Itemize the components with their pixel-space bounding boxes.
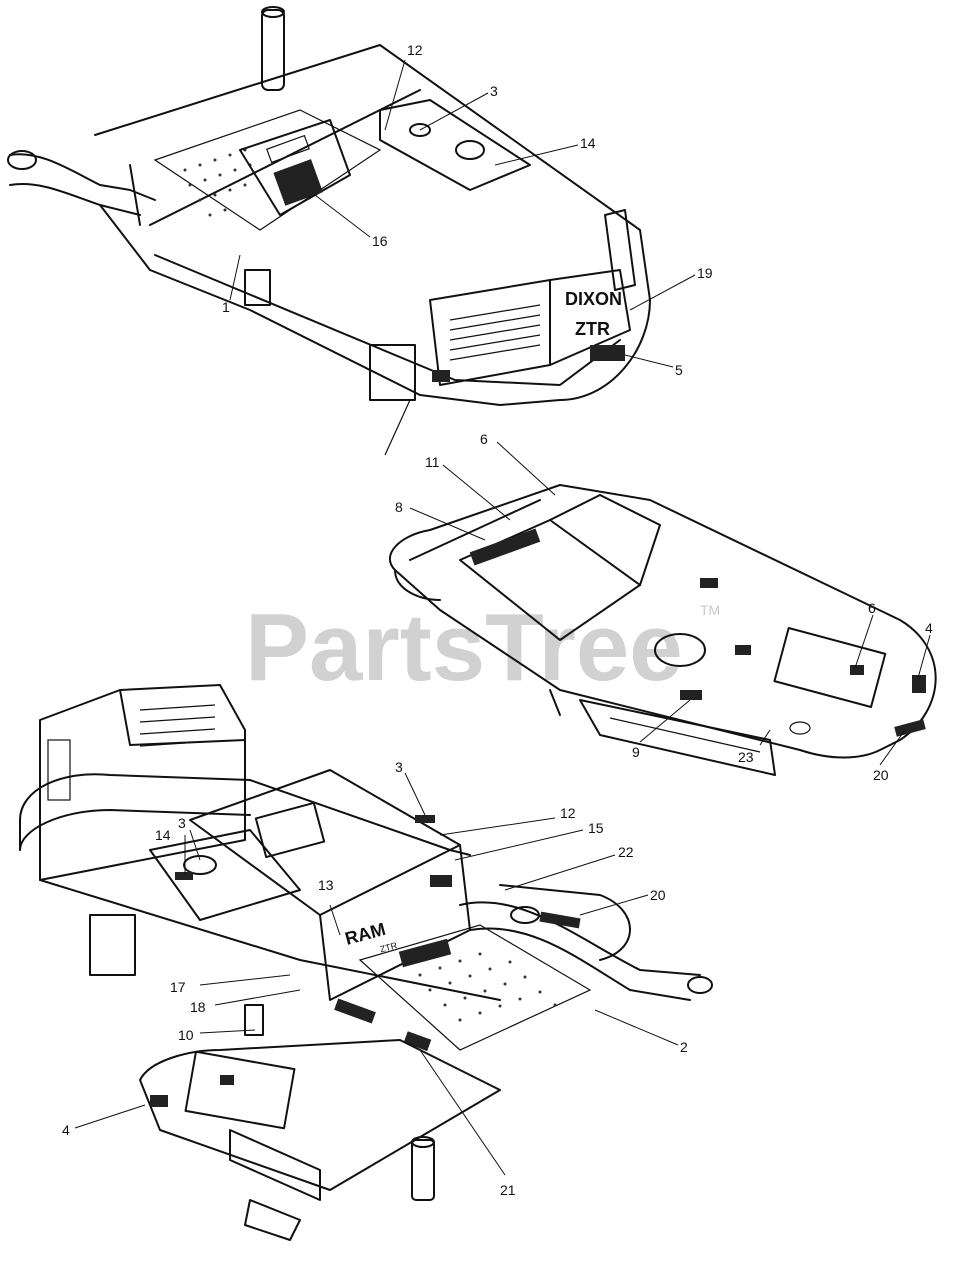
callout-20-bottom: 20	[650, 887, 666, 903]
callout-14-bottom: 14	[155, 827, 171, 843]
callout-15: 15	[588, 820, 604, 836]
callout-16: 16	[372, 233, 388, 249]
console-sub-decal: ZTR	[379, 940, 399, 954]
callout-1: 1	[222, 299, 230, 315]
callout-20-right: 20	[873, 767, 889, 783]
callout-14-top: 14	[580, 135, 596, 151]
watermark-tm: TM	[700, 602, 720, 618]
callout-8: 8	[395, 499, 403, 515]
bottom-mower-assembly: RAM ZTR	[19, 684, 713, 1241]
callout-4-bottom: 4	[62, 1122, 70, 1138]
callout-12-bottom: 12	[560, 805, 576, 821]
callout-10: 10	[178, 1027, 194, 1043]
callout-18: 18	[190, 999, 206, 1015]
floor-pan-holes	[183, 148, 252, 217]
fender-brand-decal: DIXON	[565, 289, 622, 309]
middle-deck-assembly	[388, 484, 937, 776]
callout-22: 22	[618, 844, 634, 860]
fender-grille	[449, 304, 541, 361]
callout-4-right: 4	[925, 620, 933, 636]
callout-2: 2	[680, 1039, 688, 1055]
bottom-floor-holes	[418, 952, 557, 1022]
callout-21: 21	[500, 1182, 516, 1198]
callouts: 12 3 14 16 1 19 5 6 11 8 6 4 9 23 20 3 1…	[62, 42, 933, 1198]
callout-5: 5	[675, 362, 683, 378]
callout-17: 17	[170, 979, 186, 995]
fender-model-decal: ZTR	[575, 319, 610, 339]
callout-6-top: 6	[480, 431, 488, 447]
watermark-text: PartsTree	[245, 594, 683, 701]
callout-3-top: 3	[490, 83, 498, 99]
callout-6-right: 6	[868, 600, 876, 616]
callout-19: 19	[697, 265, 713, 281]
callout-11: 11	[425, 454, 440, 470]
callout-23: 23	[738, 749, 754, 765]
callout-3-bottom-left: 3	[178, 815, 186, 831]
callout-12-top: 12	[407, 42, 423, 58]
callout-9: 9	[632, 744, 640, 760]
watermark: PartsTree TM	[245, 594, 720, 701]
top-frame-assembly: DIXON ZTR	[7, 6, 651, 456]
callout-13: 13	[318, 877, 334, 893]
callout-3-bottom-right: 3	[395, 759, 403, 775]
rear-fender-grille	[139, 704, 216, 747]
